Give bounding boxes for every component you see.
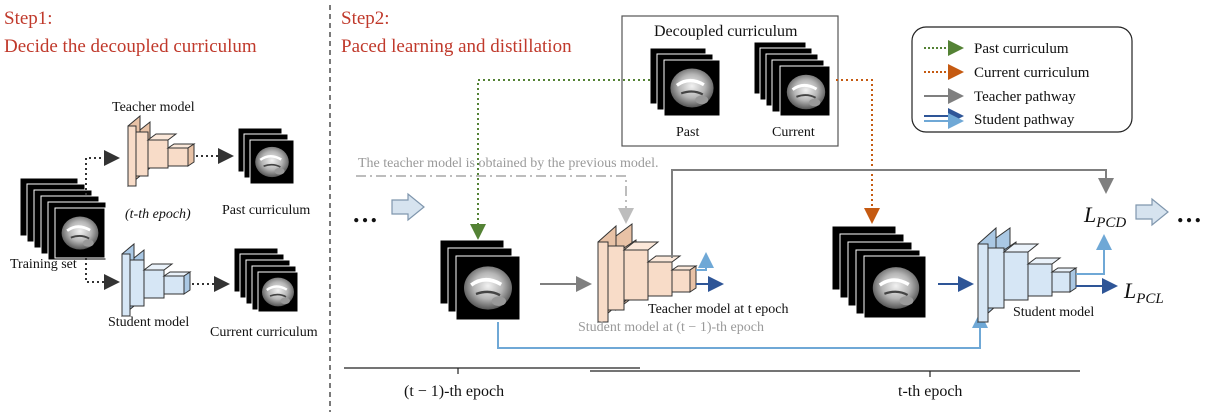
left-teacher-model bbox=[127, 114, 196, 188]
left-past-label: Past curriculum bbox=[222, 203, 310, 218]
loss-pcd: LPCD bbox=[1083, 202, 1126, 231]
teacher-note: The teacher model is obtained by the pre… bbox=[358, 156, 659, 171]
student-prev-label: Student model at (t − 1)-th epoch bbox=[578, 320, 764, 335]
left-current-stack bbox=[233, 247, 298, 312]
timeline-prev-label: (t − 1)-th epoch bbox=[404, 383, 504, 400]
training-set-label: Training set bbox=[10, 257, 77, 272]
epoch-curr-stack bbox=[831, 225, 926, 318]
legend-past-label: Past curriculum bbox=[974, 41, 1069, 57]
step2-subtitle: Paced learning and distillation bbox=[341, 36, 572, 57]
student-model-label: Student model bbox=[1013, 305, 1094, 320]
left-teacher-label: Teacher model bbox=[112, 100, 195, 115]
decoupled-current-stack bbox=[753, 41, 830, 116]
current-curriculum-arrow bbox=[836, 79, 880, 224]
timeline-curr-label: t-th epoch bbox=[898, 383, 962, 400]
step1-subtitle: Decide the decoupled curriculum bbox=[4, 36, 257, 57]
teacher-model-t bbox=[597, 223, 698, 324]
left-student-label: Student model bbox=[108, 315, 189, 330]
decoupled-current-label: Current bbox=[772, 125, 815, 140]
teacher-pathway-arrow bbox=[671, 169, 1114, 258]
teacher-output-light bbox=[696, 252, 714, 271]
train-to-student-arrow bbox=[85, 258, 120, 290]
legend-current-label: Current curriculum bbox=[974, 65, 1090, 81]
epoch-prev-stack bbox=[440, 240, 520, 320]
student-prev-pathway bbox=[497, 312, 988, 349]
left-current-label: Current curriculum bbox=[210, 325, 318, 340]
student-to-pcd-arrow bbox=[1076, 234, 1112, 275]
decoupled-past-label: Past bbox=[676, 125, 699, 140]
flow-arrow-right bbox=[1135, 197, 1169, 227]
ellipsis-right: … bbox=[1176, 199, 1202, 228]
step1-title: Step1: bbox=[4, 8, 53, 29]
legend-box bbox=[911, 26, 1133, 133]
left-past-stack bbox=[238, 128, 294, 184]
legend-student-label: Student pathway bbox=[974, 112, 1075, 128]
loss-pcl: LPCL bbox=[1123, 278, 1164, 307]
teacher-at-t-label: Teacher model at t epoch bbox=[648, 302, 789, 317]
flow-arrow-left bbox=[391, 192, 425, 222]
teacher-note-arrow bbox=[356, 175, 634, 224]
past-curriculum-arrow bbox=[470, 79, 650, 240]
ellipsis-left: … bbox=[352, 199, 378, 228]
train-to-teacher-arrow bbox=[85, 150, 120, 195]
epoch-note: (t-th epoch) bbox=[125, 207, 191, 222]
decoupled-past-stack bbox=[650, 48, 720, 116]
decoupled-title: Decoupled curriculum bbox=[654, 23, 798, 40]
legend-teacher-label: Teacher pathway bbox=[974, 89, 1076, 105]
left-student-model bbox=[121, 242, 192, 318]
training-set-stack bbox=[19, 177, 106, 260]
step2-title: Step2: bbox=[341, 8, 390, 29]
student-model-t bbox=[977, 226, 1078, 324]
